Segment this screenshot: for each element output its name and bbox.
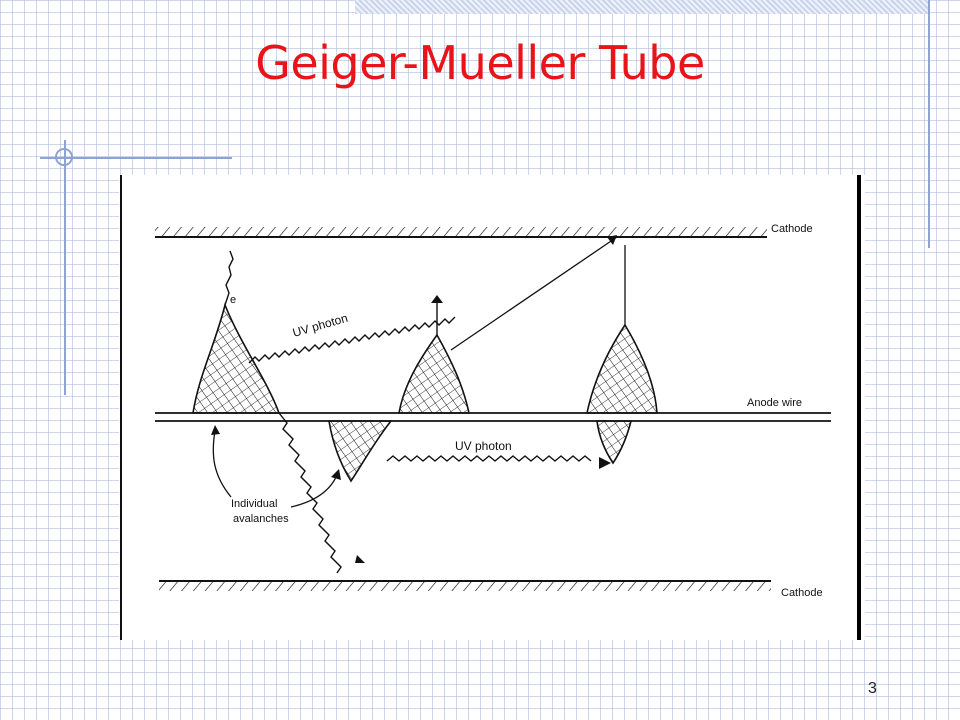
cathode-bottom-label: Cathode [781,587,823,599]
slide-title: Geiger-Mueller Tube [255,36,705,90]
avalanches-label-line2: avalanches [233,513,289,525]
avalanche-1 [192,250,281,414]
uv-photon-2-path [386,455,611,469]
decorative-header-band [355,0,930,14]
cathode-top [155,227,767,238]
uv-photon-1-label: UV photon [291,311,349,340]
cathode-bottom [159,580,771,591]
decorative-circle [55,148,73,166]
avalanches-label-line1: Individual [231,498,277,510]
decorative-vertical-bar [928,0,930,248]
uv-photon-1-path [248,295,456,364]
uv-photon-2-label: UV photon [455,439,512,453]
avalanche-4 [586,323,658,465]
avalanches-pointer-arrows [211,425,341,508]
photon-to-cathode-path [450,235,626,351]
anode-wire-label: Anode wire [747,397,802,409]
electron-label: e [230,294,236,306]
page-number: 3 [868,680,877,697]
avalanche-3 [398,333,470,414]
decorative-vertical-line [64,140,66,395]
geiger-tube-diagram: Cathode Anode wire Cathode e [119,175,865,640]
avalanche-2 [328,420,393,483]
electron-zigzag-path [278,412,365,574]
cathode-top-label: Cathode [771,223,813,235]
diagram-canvas: Cathode Anode wire Cathode e [120,175,861,640]
decorative-horizontal-line [40,157,232,159]
anode-wire [155,412,831,422]
